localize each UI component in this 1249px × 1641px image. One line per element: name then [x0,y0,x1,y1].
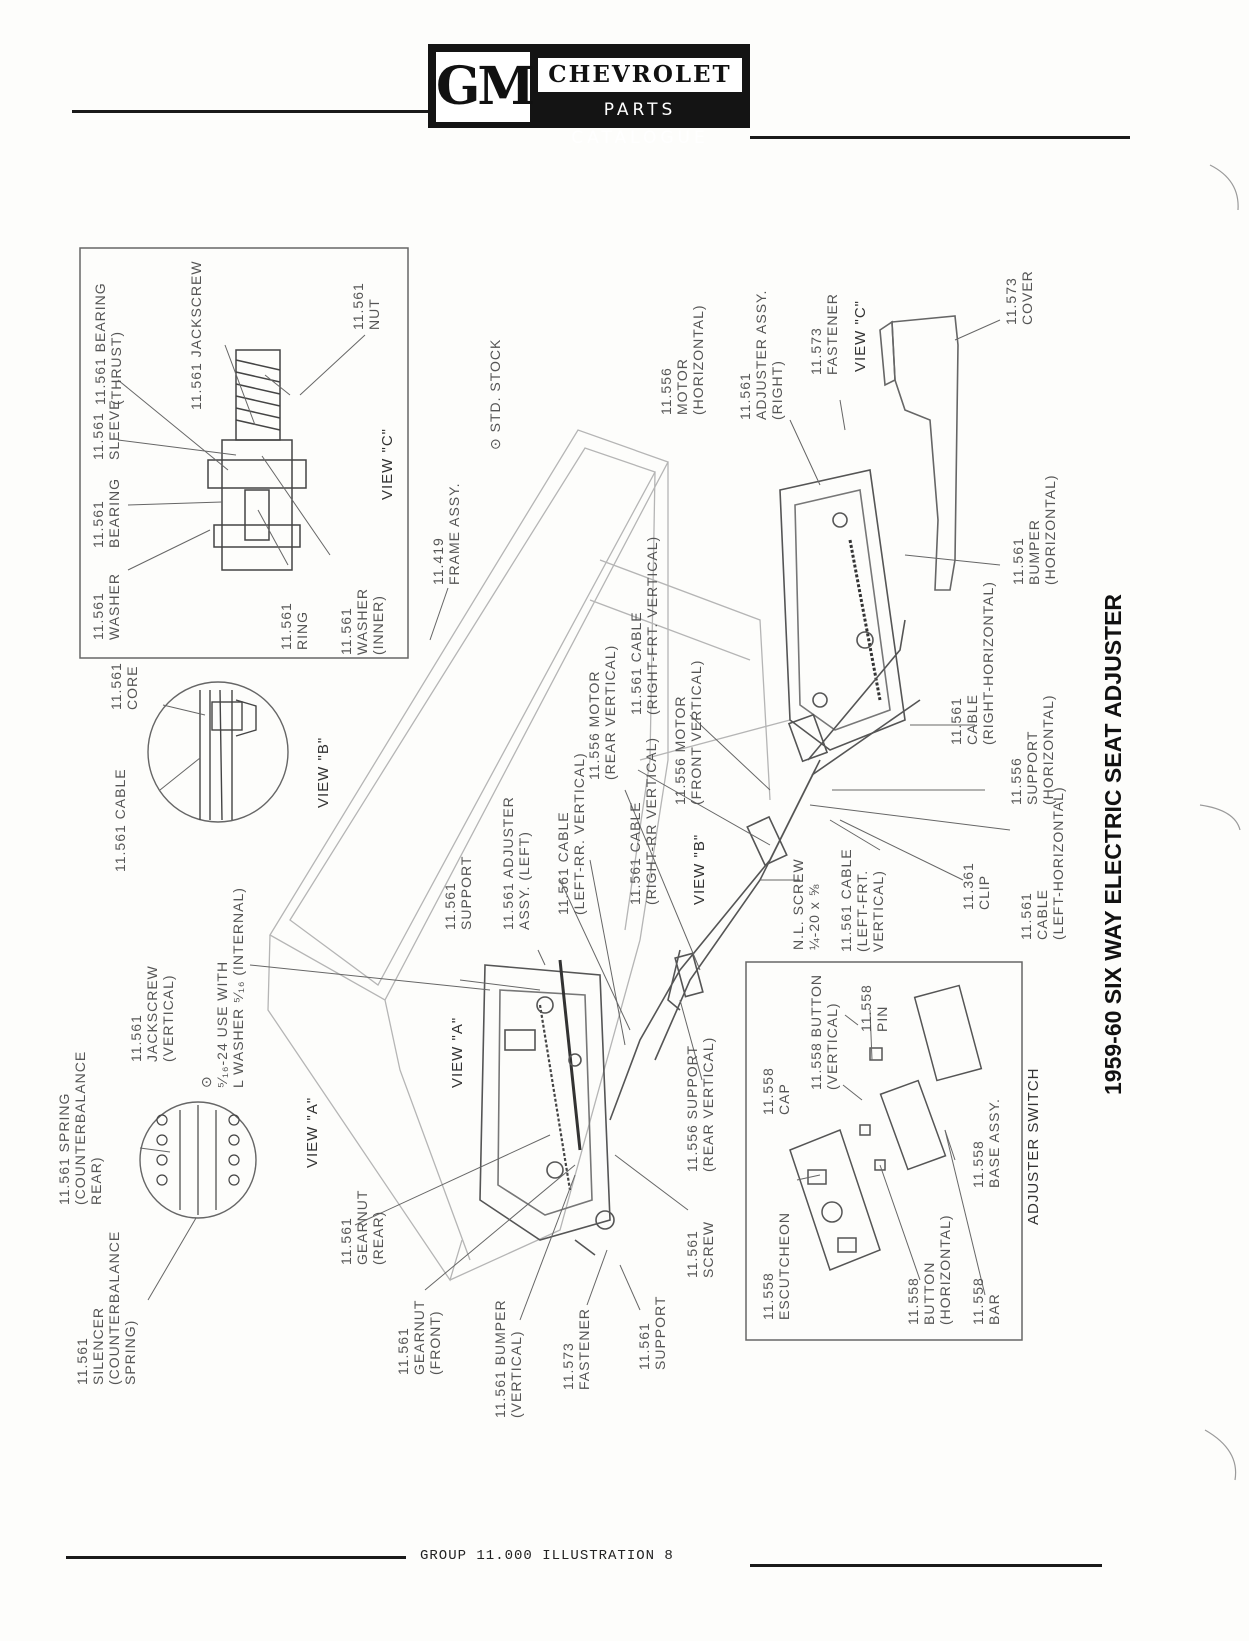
callout-frame-assy: 11.419 FRAME ASSY. [430,482,462,585]
adjuster-switch-title: ADJUSTER SWITCH [1025,1067,1042,1226]
callout-cable-left-rr-vertical: 11.561 CABLE (LEFT-RR. VERTICAL) [555,752,587,915]
view-b-circle [147,681,289,823]
callout-cap: 11.558 CAP [760,1067,792,1115]
leader-lines [117,319,1011,1321]
callout-motor-rear-vertical: 11.556 MOTOR (REAR VERTICAL) [586,644,618,780]
view-a-label: VIEW "A" [304,1096,321,1168]
callout-screw-nl: N.L. SCREW ¼-20 x ⅝ [790,858,822,950]
view-c-label: VIEW "C" [379,428,396,500]
callout-bearing: 11.561 BEARING [90,477,122,548]
callout-base-assy: 11.558 BASE ASSY. [970,1098,1002,1188]
callout-ring: 11.561 RING [278,602,310,650]
footer-text: GROUP 11.000 ILLUSTRATION 8 [420,1548,674,1564]
callout-jackscrew-c: 11.561 JACKSCREW [188,260,204,410]
adjuster-switch-parts [789,984,983,1271]
view-c-inline-label: VIEW "C" [852,300,869,372]
callout-sleeve: 11.561 SLEEVE [90,399,122,460]
callout-washer-inner: 11.561 WASHER (INNER) [338,588,386,655]
callout-motor-horizontal: 11.556 MOTOR (HORIZONTAL) [658,304,706,415]
callout-pin: 11.558 PIN [858,984,890,1032]
callout-jackscrew-vertical: 11.561 JACKSCREW (VERTICAL) [128,965,176,1062]
callout-bar: 11.558 BAR [970,1277,1002,1325]
callout-adjuster-left: 11.561 ADJUSTER ASSY. (LEFT) [500,796,532,930]
callout-button-horizontal: 11.558 BUTTON (HORIZONTAL) [905,1214,953,1325]
view-c-inset-frame [79,247,409,659]
page-edge-marks [1199,164,1241,1481]
left-adjuster-assembly [479,959,615,1256]
callout-washer: 11.561 WASHER [90,573,122,640]
callout-support-a: 11.561 SUPPORT [442,855,474,930]
legend-std-stock: ⊙ STD. STOCK [487,338,503,450]
callout-core: 11.561 CORE [108,662,140,710]
callout-cable-right-rr-vertical: 11.561 CABLE (RIGHT-RR VERTICAL) [627,736,659,905]
callout-cable-right-horizontal: 11.561 CABLE (RIGHT-HORIZONTAL) [948,581,996,745]
right-adjuster-assembly [779,469,906,751]
footer-rule-left [66,1556,406,1559]
callout-cover: 11.573 COVER [1003,270,1035,325]
callout-bolt-note: ⊙ ⁵⁄₁₆-24 USE WITH L WASHER ⁵⁄₁₆ (INTERN… [198,887,246,1088]
callout-cable-left-horizontal: 11.561 CABLE (LEFT-HORIZONTAL) [1018,786,1066,940]
callout-spring-counterbalance: 11.561 SPRING (COUNTERBALANCE REAR) [56,1050,104,1205]
callout-motor-front-vertical: 11.556 MOTOR (FRONT VERTICAL) [672,659,704,805]
callout-gearnut-rear: 11.561 GEARNUT (REAR) [338,1189,386,1265]
jackscrew-view-c [207,349,307,571]
callout-cable-right-frt-vertical: 11.561 CABLE (RIGHT-FRT. VERTICAL) [628,535,660,715]
callout-adjuster-right: 11.561 ADJUSTER ASSY. (RIGHT) [737,289,785,420]
gm-logo: GM [436,52,535,122]
cable-core-view-b [199,689,257,821]
footer-rule-right [750,1564,1102,1567]
brand-name: CHEVROLET [538,58,742,92]
callout-support-bottom: 11.561 SUPPORT [636,1295,668,1370]
callout-gearnut-front: 11.561 GEARNUT (FRONT) [395,1299,443,1375]
callout-cable-b: 11.561 CABLE [112,768,128,872]
header-rule-right [750,136,1130,139]
spring-view-a [156,1105,240,1215]
callout-bumper-horizontal: 11.561 BUMPER (HORIZONTAL) [1010,474,1058,585]
callout-screw-bottom: 11.561 SCREW [684,1220,716,1278]
callout-bearing-thrust: 11.561 BEARING (THRUST) [92,282,124,405]
callout-silencer: 11.561 SILENCER (COUNTERBALANCE SPRING) [74,1230,138,1385]
view-b-inline-label: VIEW "B" [691,833,708,905]
frame-assembly [267,429,791,1282]
callout-fastener-bottom: 11.573 FASTENER [560,1308,592,1390]
motor-and-cables [609,619,921,1121]
diagram-title: 1959-60 SIX WAY ELECTRIC SEAT ADJUSTER [1100,593,1126,1095]
callout-escutcheon: 11.558 ESCUTCHEON [760,1211,792,1320]
callout-support-rear-vertical: 11.556 SUPPORT (REAR VERTICAL) [684,1036,716,1172]
callout-fastener-top: 11.573 FASTENER [808,293,840,375]
adjuster-switch-inset-frame [745,961,1023,1341]
catalogue-subtitle: PARTS CATALOGUE [571,100,709,148]
view-b-label: VIEW "B" [315,736,332,808]
callout-bumper-vertical: 11.561 BUMPER (VERTICAL) [492,1299,524,1418]
callout-clip: 11.361 CLIP [960,862,992,910]
callout-nut: 11.561 NUT [350,282,382,330]
callout-button-vertical: 11.558 BUTTON (VERTICAL) [808,974,840,1090]
seat-cover [879,315,959,591]
header-rule [72,110,430,113]
callout-cable-left-frt-vertical: 11.561 CABLE (LEFT-FRT. VERTICAL) [838,848,886,952]
view-a-inline-label: VIEW "A" [449,1016,466,1088]
view-a-circle [139,1101,257,1219]
